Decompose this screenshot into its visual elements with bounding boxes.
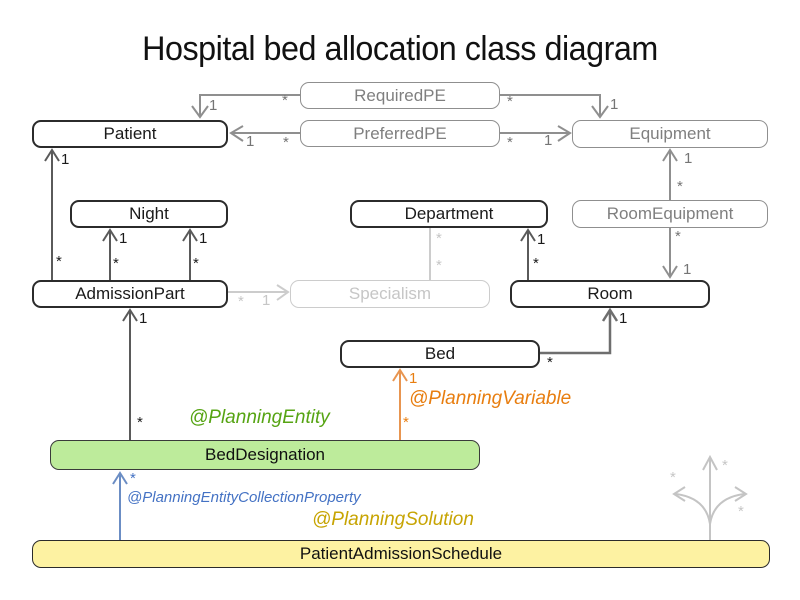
association-roomequipment-equipment (662, 148, 678, 200)
multiplicity: 1 (537, 231, 546, 248)
multiplicity: * (436, 230, 442, 247)
open-arrowhead-icon (191, 105, 209, 119)
open-arrowhead-icon (112, 471, 128, 485)
planning-solution-annotation: @PlanningSolution (312, 509, 474, 530)
planning-entity-annotation: @PlanningEntity (189, 407, 330, 428)
multiplicity: * (137, 414, 143, 431)
class-requiredpe: RequiredPE (300, 82, 500, 109)
multiplicity: 1 (610, 96, 619, 113)
open-arrowhead-icon (44, 148, 60, 162)
open-arrowhead-icon (229, 125, 244, 142)
multiplicity: 1 (61, 151, 70, 168)
open-arrowhead-icon (662, 148, 678, 162)
open-arrowhead-icon (520, 228, 536, 242)
class-preferredpe: PreferredPE (300, 120, 500, 147)
association-admissionpart-night-first (102, 228, 118, 280)
association-beddesignation-admissionpart (122, 308, 138, 440)
multiplicity: 1 (409, 370, 418, 387)
class-patientadmissionschedule: PatientAdmissionSchedule (32, 540, 770, 568)
association-preferredpe-equipment (500, 125, 572, 142)
class-night-label: Night (129, 204, 169, 223)
class-bed: Bed (340, 340, 540, 368)
open-arrowhead-icon (182, 228, 198, 242)
open-arrowhead-icon (392, 368, 408, 382)
open-arrowhead-icon (122, 308, 138, 322)
association-admissionpart-patient (44, 148, 60, 280)
class-department: Department (350, 200, 548, 228)
open-arrowhead-icon (591, 105, 609, 119)
class-department-label: Department (404, 204, 494, 223)
association-bed-room (540, 307, 619, 355)
multiplicity: 1 (119, 230, 128, 247)
class-room: Room (510, 280, 710, 308)
class-equipment: Equipment (572, 120, 768, 148)
multiplicity: 1 (209, 97, 218, 114)
open-arrowhead-icon (601, 307, 619, 322)
class-room-label: Room (587, 284, 633, 303)
association-admissionpart-specialism (228, 284, 290, 301)
multiplicity: * (283, 134, 289, 151)
diagram-title: Hospital bed allocation class diagram (142, 30, 658, 68)
class-beddesignation: BedDesignation (50, 440, 480, 470)
multiplicity: * (670, 469, 676, 486)
multiplicity: 1 (262, 292, 271, 309)
class-patient: Patient (32, 120, 228, 148)
multiplicity: 1 (139, 310, 148, 327)
class-specialism-label: Specialism (348, 284, 432, 303)
multiplicity: * (282, 92, 288, 109)
multiplicity: * (722, 457, 728, 474)
association-beddesignation-bed (392, 368, 408, 440)
open-arrowhead-icon (557, 125, 572, 142)
association-requiredpe-equipment (500, 94, 609, 119)
class-roomequipment: RoomEquipment (572, 200, 768, 228)
open-arrowhead-icon (276, 284, 290, 301)
multiplicity: * (238, 293, 244, 310)
class-bed-label: Bed (424, 344, 456, 363)
open-arrowhead-icon (662, 265, 678, 279)
multiplicity: 1 (544, 132, 553, 149)
multiplicity: * (675, 228, 681, 245)
multiplicity: * (56, 253, 62, 270)
multiplicity: * (738, 503, 744, 520)
class-patientadmissionschedule-label: PatientAdmissionSchedule (299, 544, 503, 563)
multiplicity: 1 (684, 150, 693, 167)
multiplicity: * (507, 93, 513, 110)
association-requiredpe-patient (191, 94, 300, 119)
multiplicity: * (436, 257, 442, 274)
class-specialism: Specialism (290, 280, 490, 308)
class-preferredpe-label: PreferredPE (353, 123, 447, 143)
multiplicity: * (533, 255, 539, 272)
class-night: Night (70, 200, 228, 228)
multiplicity: * (193, 255, 199, 272)
open-arrowhead-icon (102, 228, 118, 242)
class-equipment-label: Equipment (629, 124, 711, 143)
multiplicity: 1 (683, 261, 692, 278)
multiplicity: 1 (619, 310, 628, 327)
class-beddesignation-label: BedDesignation (204, 445, 326, 464)
multiplicity: * (130, 470, 136, 487)
class-roomequipment-label: RoomEquipment (606, 204, 734, 223)
multiplicity: * (113, 255, 119, 272)
class-requiredpe-label: RequiredPE (354, 85, 446, 105)
association-preferredpe-patient (229, 125, 300, 142)
placeholder-collections-arrows-icon (672, 454, 748, 540)
multiplicity: 1 (246, 133, 255, 150)
multiplicity: 1 (199, 230, 208, 247)
association-roomequipment-room (662, 227, 678, 279)
multiplicity: * (403, 414, 409, 431)
association-room-department (520, 228, 536, 280)
association-admissionpart-night-last (182, 228, 198, 280)
multiplicity: * (547, 354, 553, 371)
class-admissionpart: AdmissionPart (32, 280, 228, 308)
multiplicity: * (677, 178, 683, 195)
planning-variable-annotation: @PlanningVariable (409, 388, 572, 409)
class-admissionpart-label: AdmissionPart (75, 284, 185, 303)
association-schedule-beddesignation (112, 471, 128, 540)
multiplicity: * (507, 134, 513, 151)
class-patient-label: Patient (103, 124, 157, 143)
planning-entity-collection-property-annotation: @PlanningEntityCollectionProperty (127, 489, 361, 506)
